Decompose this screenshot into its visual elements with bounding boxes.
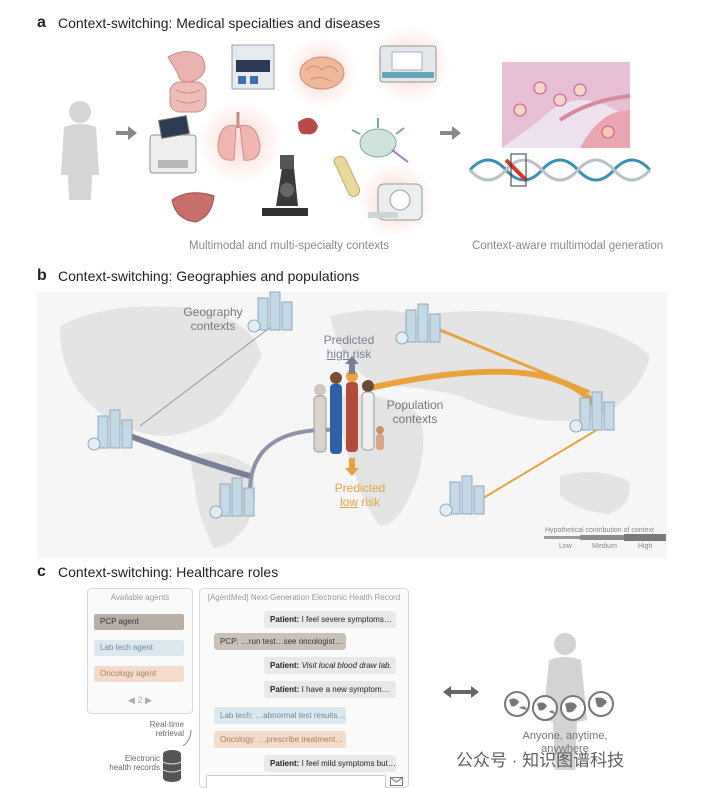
legend-medium: Medium (592, 543, 617, 550)
liver-icon (171, 192, 215, 223)
globe-icon (532, 695, 558, 721)
agent-lab-tech[interactable]: Lab tech agent (94, 640, 184, 656)
anyone-anytime-label: Anyone, anytime,anywhere (522, 730, 608, 755)
panel-a-letter: a (37, 14, 46, 31)
link-line-thick-left (128, 433, 251, 479)
panel-a-caption-left: Multimodal and multi-specialty contexts (189, 240, 390, 252)
chat-message: Oncology: …prescribe treatment… (214, 731, 346, 748)
population-group-icon (313, 370, 384, 454)
chat-message: Patient: I have a new symptom… (264, 681, 396, 698)
agents-pager: ◀ 2 ▶ (88, 695, 192, 706)
chat-message: Patient: Visit local blood draw lab. (264, 657, 396, 674)
thyroid-icon (351, 118, 409, 163)
pager-prev-icon[interactable]: ◀ (128, 695, 135, 705)
microscope-icon (262, 155, 308, 216)
database-icon (162, 750, 182, 782)
pager-next-icon[interactable]: ▶ (145, 695, 152, 705)
chat-message: Patient: I feel mild symptoms but… (264, 755, 396, 772)
kidney-icon (298, 117, 318, 135)
panel-a-caption-right: Context-aware multimodal generation (472, 240, 664, 252)
agent-oncology[interactable]: Oncology agent (94, 666, 184, 682)
intestines-icon (167, 51, 207, 113)
panel-c-title: Context-switching: Healthcare roles (58, 564, 279, 580)
panel-c-letter: c (37, 563, 46, 580)
panel-a-title: Context-switching: Medical specialties a… (58, 15, 381, 31)
world-map (37, 291, 667, 558)
legend-title: Hypothetical contribution of context (545, 527, 654, 534)
city-icon (395, 303, 441, 345)
arrow-down-icon (345, 458, 359, 476)
ehr-title: [AgentMed] Next-Generation Electronic He… (207, 593, 401, 602)
brain-icon (299, 56, 345, 90)
globe-icon (588, 691, 614, 717)
panel-a-illustration (61, 25, 652, 238)
sequencer-icon (379, 45, 437, 83)
link-line-thin (139, 325, 273, 427)
chat-message: PCP: …run test…see oncologist… (214, 633, 346, 650)
city-icon (209, 477, 255, 519)
arrow-right-icon (440, 126, 461, 140)
legend-high: High (638, 543, 653, 550)
chat-message: Patient: I feel severe symptoms… (264, 611, 396, 628)
panel-b-letter: b (37, 267, 47, 284)
blood-analyzer-icon (149, 115, 197, 174)
agents-panel-title: Available agents (110, 593, 170, 602)
tissue-histology-image (502, 62, 631, 148)
legend-low: Low (559, 543, 572, 550)
agent-pcp[interactable]: PCP agent (94, 614, 184, 630)
link-line-orange-top (439, 328, 591, 394)
double-arrow-icon (443, 686, 479, 698)
lab-analyzer-icon (231, 44, 275, 90)
ehr-chat-panel: [AgentMed] Next-Generation Electronic He… (199, 588, 409, 788)
globes-row (504, 691, 614, 721)
link-line-orange-low (479, 427, 601, 501)
available-agents-panel: Available agents PCP agent Lab tech agen… (87, 588, 193, 714)
city-icon (439, 475, 485, 517)
arrow-up-icon (345, 356, 359, 374)
chat-input[interactable] (206, 775, 386, 788)
watermark-text: 公众号 · 知识图谱科技 (456, 751, 625, 770)
city-icon (87, 409, 133, 451)
city-icon (569, 391, 615, 433)
dna-helix-icon (468, 153, 652, 187)
person-silhouette-icon (61, 101, 99, 200)
arrow-right-icon (116, 126, 137, 140)
link-line-orange-thick (369, 368, 603, 414)
chat-message: Lab tech: …abnormal test results… (214, 707, 346, 724)
city-icon (247, 291, 293, 333)
predicted-high-risk-label: Predicted high risk (323, 333, 375, 361)
panel-b-title: Context-switching: Geographies and popul… (58, 268, 360, 284)
bone-icon (333, 155, 361, 197)
pager-number: 2 (137, 695, 143, 705)
mri-scanner-icon (368, 183, 423, 221)
globe-icon (560, 695, 586, 721)
retrieval-arrow-icon (182, 729, 192, 747)
legend-scale (544, 534, 666, 541)
predicted-low-risk-label: Predicted low risk (334, 481, 386, 509)
globe-icon (504, 691, 530, 717)
lungs-icon (217, 112, 261, 161)
